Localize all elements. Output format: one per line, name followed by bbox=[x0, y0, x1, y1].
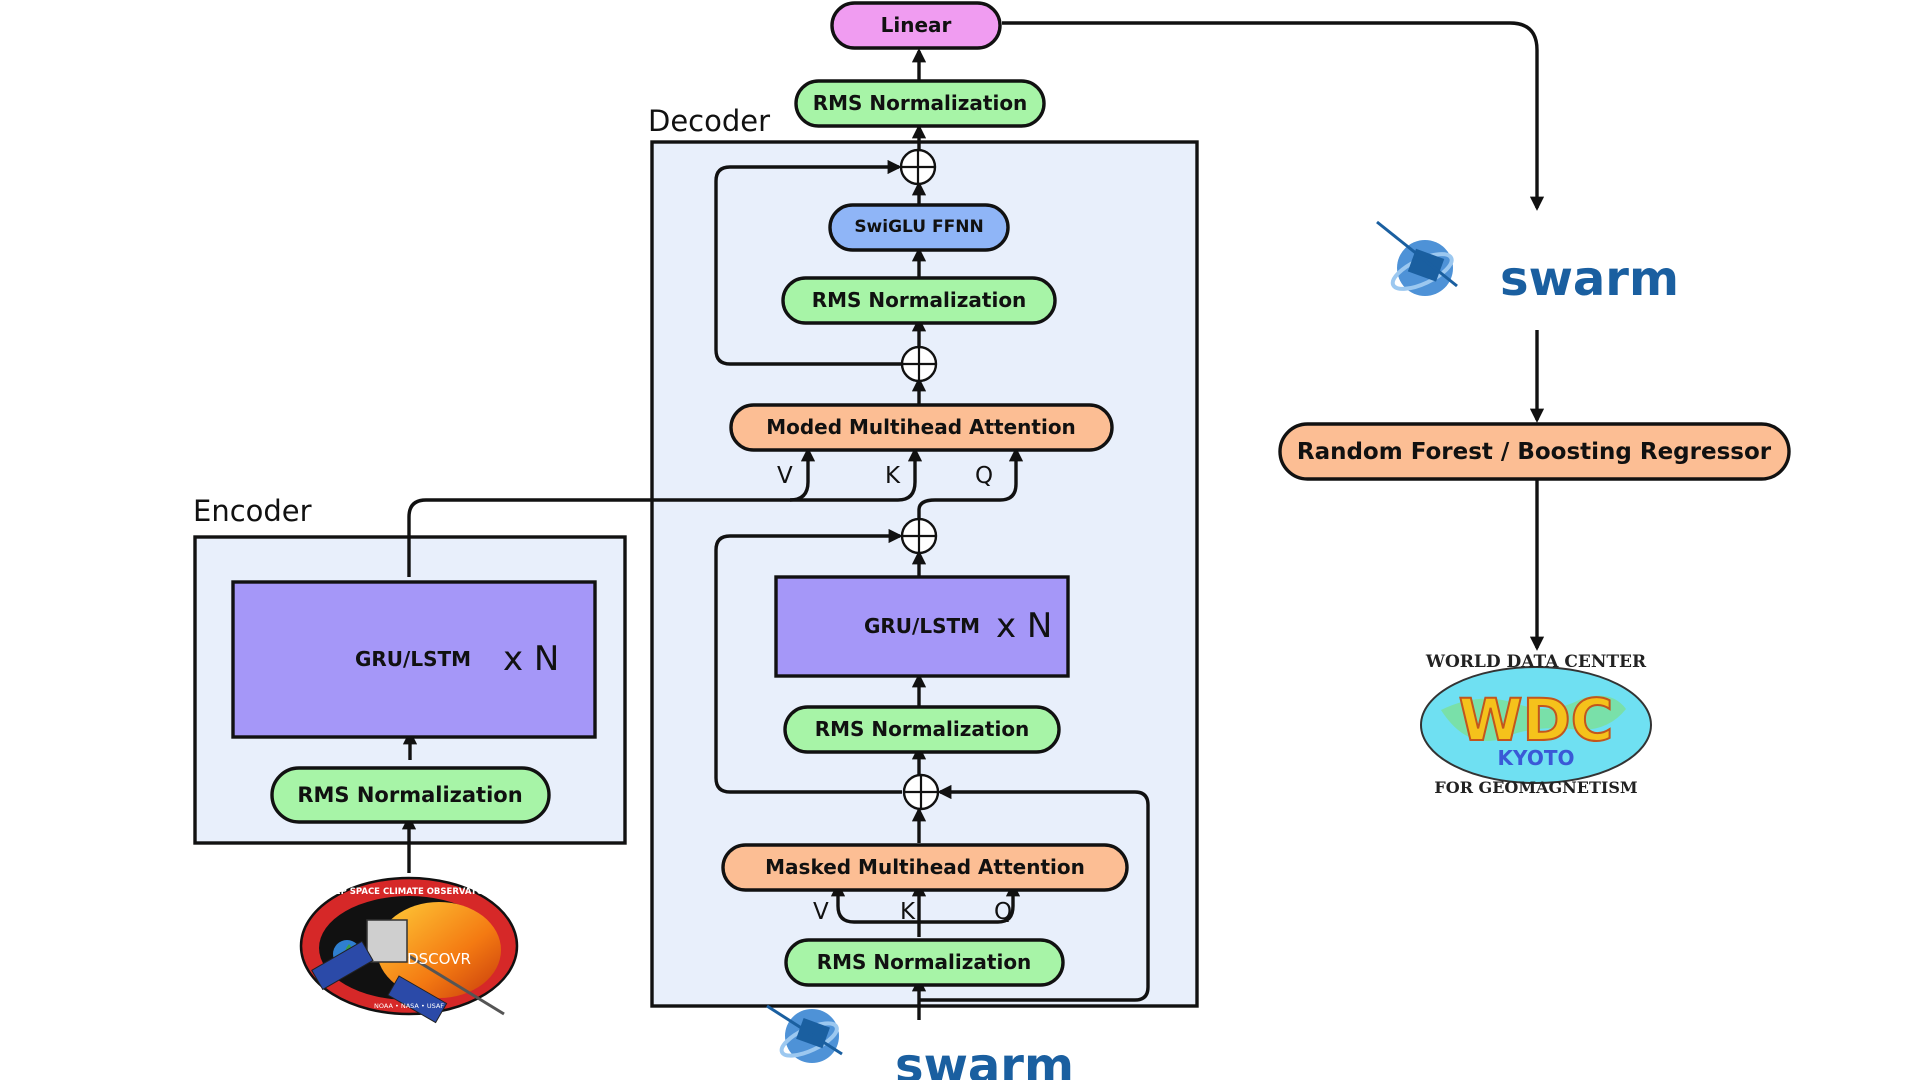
regressor-block: Random Forest / Boosting Regressor bbox=[1278, 422, 1791, 481]
head-rms-norm-block: RMS Normalization bbox=[794, 79, 1046, 128]
swarm-wordmark-right: swarm bbox=[1500, 251, 1679, 307]
dscovr-name: DSCOVR bbox=[407, 950, 471, 968]
masked-attention-label: Masked Multihead Attention bbox=[765, 855, 1085, 879]
add-node-2 bbox=[900, 517, 938, 555]
decoder-rms-norm-bottom-block: RMS Normalization bbox=[784, 938, 1065, 987]
edge-linear-to-swarm bbox=[1002, 21, 1545, 211]
masked-k-label: K bbox=[900, 899, 916, 925]
wdc-kyoto-logo: WORLD DATA CENTER WDC KYOTO FOR GEOMAGNE… bbox=[1420, 652, 1652, 797]
swarm-satellite-icon bbox=[1376, 220, 1458, 296]
masked-v-label: V bbox=[813, 899, 829, 925]
wdc-city-text: KYOTO bbox=[1498, 746, 1575, 770]
decoder-rms-norm-mid-label: RMS Normalization bbox=[815, 717, 1030, 741]
edge-rms-to-masked-v bbox=[830, 882, 919, 924]
decoder-gru-lstm-block: GRU/LSTM x N bbox=[774, 575, 1070, 678]
wdc-main-text: WDC bbox=[1459, 686, 1614, 754]
moded-q-label: Q bbox=[975, 463, 993, 489]
edge-residual-mid bbox=[714, 528, 903, 794]
dscovr-satellite-icon bbox=[311, 919, 505, 1024]
decoder-rms-norm-bottom-label: RMS Normalization bbox=[817, 950, 1032, 974]
decoder-rms-norm-upper-label: RMS Normalization bbox=[812, 288, 1027, 312]
moded-k-label: K bbox=[885, 463, 901, 489]
encoder-rms-norm-label: RMS Normalization bbox=[297, 783, 522, 807]
edge-residual-lower bbox=[919, 784, 1150, 1002]
dscovr-ring-text: DEEP SPACE CLIMATE OBSERVATORY bbox=[322, 887, 497, 897]
edge-encoder-to-moded-k bbox=[790, 447, 923, 502]
masked-attention-block: Masked Multihead Attention bbox=[721, 843, 1129, 892]
encoder-gru-lstm-block: GRU/LSTM x N bbox=[231, 580, 597, 739]
add-node-1 bbox=[902, 773, 940, 811]
add-node-4 bbox=[899, 148, 937, 186]
decoder-gru-lstm-label: GRU/LSTM bbox=[864, 614, 980, 638]
linear-block: Linear bbox=[830, 1, 1002, 50]
edge-rms-to-masked-q bbox=[919, 882, 1021, 924]
swarm-logo-bottom: swarm bbox=[766, 1004, 1074, 1080]
encoder-title: Encoder bbox=[193, 494, 312, 528]
dscovr-agencies: NOAA • NASA • USAF bbox=[374, 1002, 444, 1010]
regressor-label: Random Forest / Boosting Regressor bbox=[1297, 439, 1772, 465]
swiglu-block: SwiGLU FFNN bbox=[828, 203, 1010, 252]
linear-label: Linear bbox=[881, 13, 952, 37]
masked-q-label: Q bbox=[994, 899, 1012, 925]
moded-v-label: V bbox=[777, 463, 793, 489]
dscovr-logo: DEEP SPACE CLIMATE OBSERVATORY DSCOVR NO… bbox=[299, 876, 519, 1024]
encoder-rms-norm-block: RMS Normalization bbox=[270, 766, 551, 824]
encoder-gru-lstm-label: GRU/LSTM bbox=[355, 647, 471, 671]
edge-encoder-to-moded-v bbox=[407, 447, 816, 577]
edge-residual-upper bbox=[714, 159, 902, 366]
swarm-satellite-icon bbox=[766, 1004, 843, 1063]
swiglu-label: SwiGLU FFNN bbox=[854, 217, 983, 237]
wdc-bottom-text: FOR GEOMAGNETISM bbox=[1434, 778, 1637, 797]
head-rms-norm-label: RMS Normalization bbox=[813, 91, 1028, 115]
decoder-repeat-label: x N bbox=[996, 606, 1052, 646]
moded-attention-block: Moded Multihead Attention bbox=[729, 403, 1114, 452]
swarm-wordmark-bottom: swarm bbox=[895, 1038, 1074, 1080]
decoder-title: Decoder bbox=[648, 104, 770, 138]
edge-add2-to-moded-q bbox=[917, 447, 1024, 518]
add-node-3 bbox=[900, 345, 938, 383]
swarm-logo-right: swarm bbox=[1376, 220, 1679, 307]
decoder-rms-norm-upper-block: RMS Normalization bbox=[781, 276, 1057, 325]
wdc-top-text: WORLD DATA CENTER bbox=[1425, 652, 1647, 672]
moded-attention-label: Moded Multihead Attention bbox=[766, 415, 1076, 439]
decoder-rms-norm-mid-block: RMS Normalization bbox=[783, 705, 1061, 754]
encoder-repeat-label: x N bbox=[503, 639, 559, 679]
